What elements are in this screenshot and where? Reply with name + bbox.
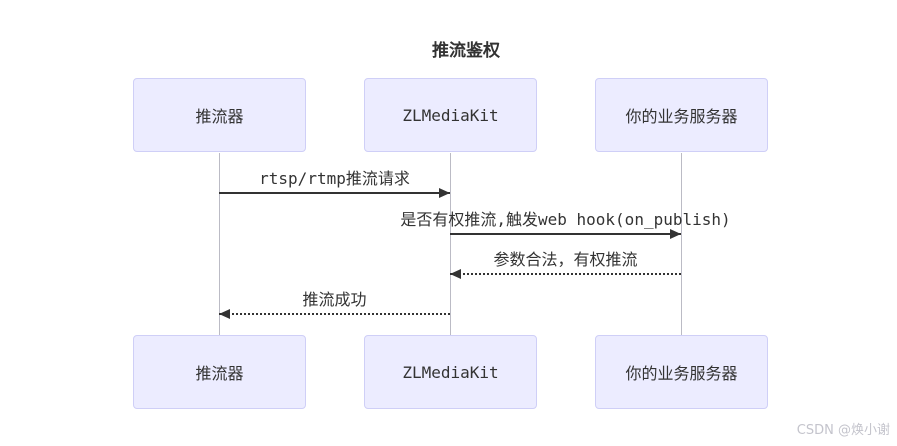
actor-label-pusher: 推流器: [195, 364, 244, 383]
actor-box-business-server-top: 你的业务服务器: [595, 78, 768, 152]
arrowhead-right-icon: [439, 188, 450, 198]
message-label: 是否有权推流,触发web hook(on_publish): [400, 210, 731, 229]
actor-box-business-server-bottom: 你的业务服务器: [595, 335, 768, 409]
message-line: [219, 313, 450, 315]
message-line: [450, 233, 681, 235]
actor-box-pusher-top: 推流器: [133, 78, 306, 152]
message-line: [219, 192, 450, 194]
message-rtsp-rtmp-request: rtsp/rtmp推流请求: [219, 168, 450, 198]
actor-box-zlmediakit-top: ZLMediaKit: [364, 78, 537, 152]
diagram-title: 推流鉴权: [432, 41, 500, 61]
actor-box-zlmediakit-bottom: ZLMediaKit: [364, 335, 537, 409]
actor-label-zlmediakit: ZLMediaKit: [402, 362, 499, 382]
actor-label-business-server: 你的业务服务器: [625, 364, 738, 383]
arrowhead-left-icon: [219, 309, 230, 319]
actor-label-pusher: 推流器: [195, 107, 244, 126]
arrowhead-left-icon: [450, 269, 461, 279]
message-params-valid: 参数合法，有权推流: [450, 249, 681, 279]
arrowhead-right-icon: [670, 229, 681, 239]
actor-label-zlmediakit: ZLMediaKit: [402, 105, 499, 125]
message-push-success: 推流成功: [219, 289, 450, 319]
actor-label-business-server: 你的业务服务器: [625, 107, 738, 126]
message-label: 推流成功: [302, 290, 367, 309]
message-label: rtsp/rtmp推流请求: [259, 169, 410, 188]
message-line: [450, 273, 681, 275]
actor-box-pusher-bottom: 推流器: [133, 335, 306, 409]
lifeline-pusher: [219, 153, 220, 335]
message-label: 参数合法，有权推流: [493, 250, 638, 269]
lifeline-business-server: [681, 153, 682, 335]
message-webhook-on-publish: 是否有权推流,触发web hook(on_publish): [400, 209, 731, 239]
csdn-watermark: CSDN @焕小谢: [796, 423, 890, 438]
lifeline-zlmediakit: [450, 153, 451, 335]
